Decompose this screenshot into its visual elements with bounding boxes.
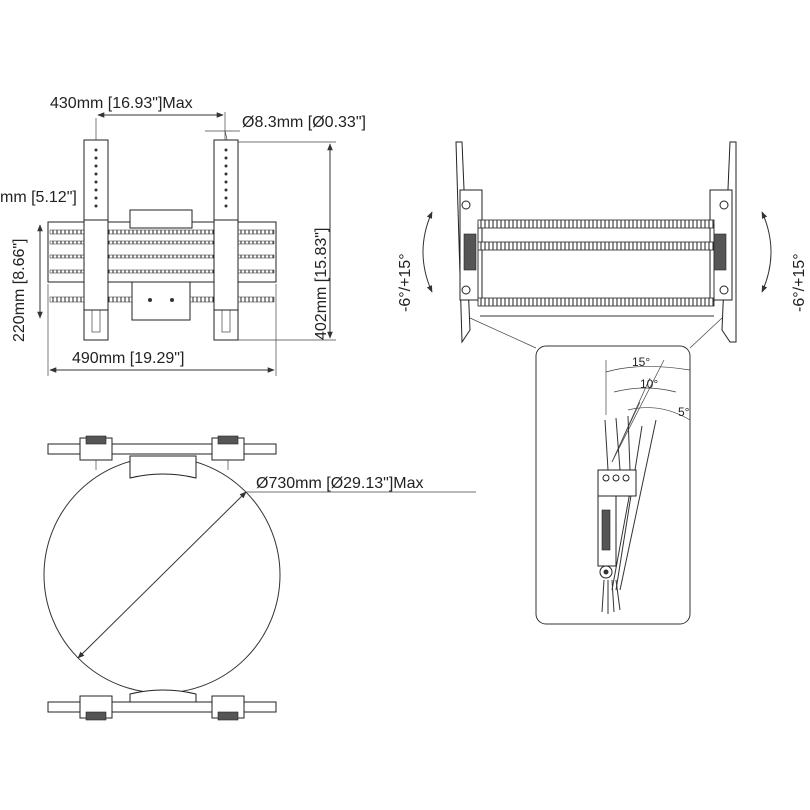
tilt-left-label: -6°/+15° (397, 253, 414, 312)
angle-5-label: 5° (678, 405, 690, 419)
dim-total-height-label: 402mm [15.83"] (313, 228, 330, 340)
dim-top-width-label: 430mm [16.93"]Max (50, 95, 193, 112)
dim-bottom-width-label: 490mm [19.29"] (72, 350, 184, 367)
top-rail (47, 443, 277, 455)
dim-hole-label: Ø8.3mm [Ø0.33"] (242, 114, 366, 131)
top-view: Ø730mm [Ø29.13"]Max (43, 435, 476, 721)
detail-view: 15° 10° 5° (535, 345, 691, 625)
dim-diameter-label: Ø730mm [Ø29.13"]Max (256, 475, 424, 492)
angle-15-label: 15° (632, 355, 650, 369)
side-view: -6°/+15° -6°/+15° (397, 141, 808, 349)
front-view: 430mm [16.93"]Max Ø8.3mm [Ø0.33"] mm [5.… (0, 95, 366, 376)
angle-10-label: 10° (640, 377, 658, 391)
tilt-right-label: -6°/+15° (791, 253, 808, 312)
center-bracket (131, 281, 191, 321)
bottom-rail (47, 701, 277, 713)
dim-left-partial-label: mm [5.12"] (0, 189, 77, 206)
dim-inner-height-label: 220mm [8.66"] (11, 238, 28, 342)
